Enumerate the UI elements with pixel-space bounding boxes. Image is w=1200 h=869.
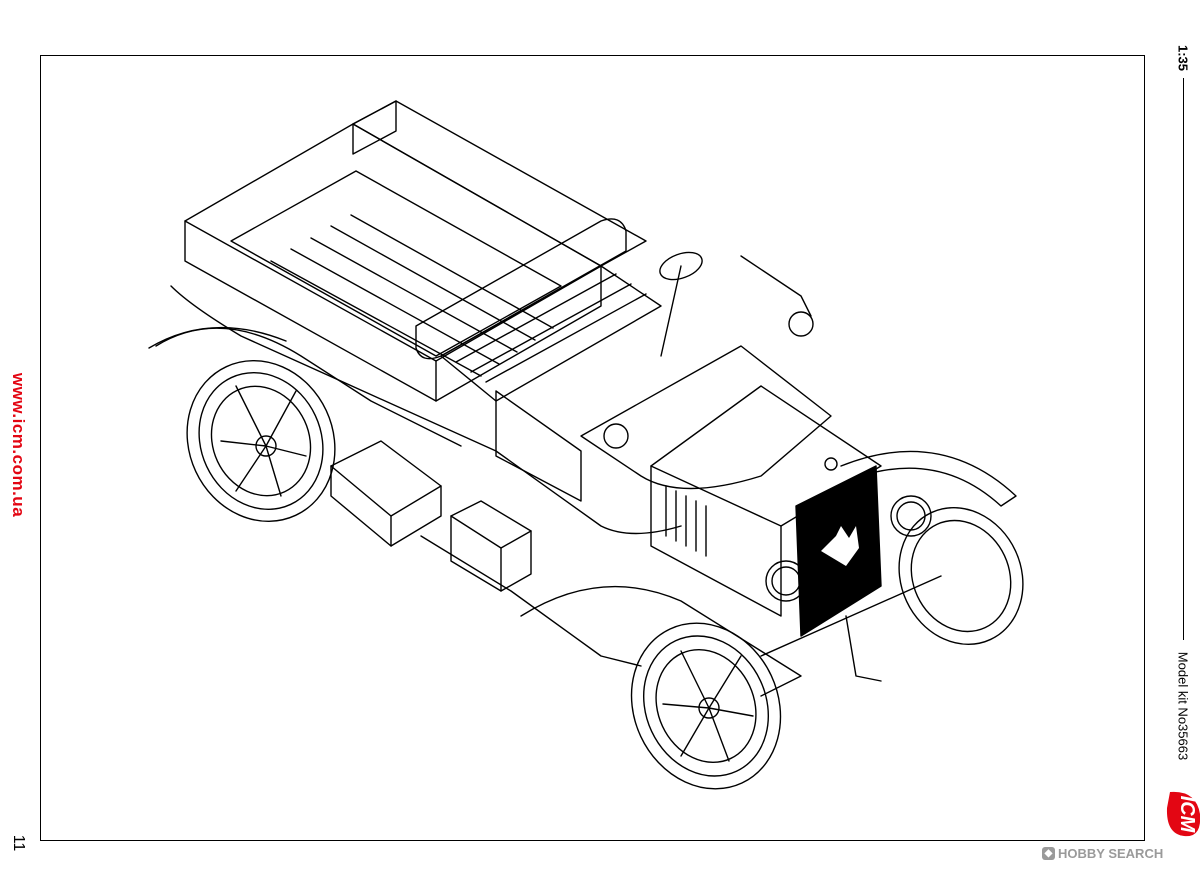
tray-floor-outline xyxy=(184,123,602,362)
steering-wheel xyxy=(659,251,703,281)
hood-louvers xyxy=(665,485,707,557)
hood xyxy=(650,385,882,527)
tray-bed xyxy=(230,170,562,357)
hobby-search-badge-icon: ◆ xyxy=(1042,846,1055,860)
front-fender-left xyxy=(520,585,802,697)
front-axle xyxy=(760,575,942,657)
running-board xyxy=(420,535,642,667)
crank-handle xyxy=(845,615,882,682)
front-wheel-left xyxy=(630,622,782,790)
right-rule-top xyxy=(1183,78,1184,640)
hobby-search-watermark: ◆ HOBBY SEARCH xyxy=(1042,844,1163,862)
front-wheel-right xyxy=(898,506,1024,646)
model-kit-number: Model kit No35663 xyxy=(1175,651,1191,761)
logo-text: ICM xyxy=(1176,795,1198,833)
cowl xyxy=(580,345,832,490)
headlamp-left xyxy=(765,560,807,602)
watermark-text: HOBBY SEARCH xyxy=(1058,845,1164,861)
icm-logo-icon: ICM xyxy=(1152,788,1200,837)
rear-wheel xyxy=(186,359,336,523)
page-number: 11 xyxy=(10,834,27,852)
seat-back xyxy=(415,218,627,360)
illustration-frame xyxy=(40,55,1145,841)
battery xyxy=(450,500,532,549)
seat-cushion xyxy=(440,265,662,402)
tool-box xyxy=(330,440,442,517)
door xyxy=(495,390,582,502)
radiator-emblem-icon xyxy=(821,526,859,566)
front-fender-right xyxy=(840,450,1017,507)
car-line-drawing xyxy=(148,100,1024,790)
headlamp-right xyxy=(890,495,932,537)
website-url: www.icm.com.ua xyxy=(9,372,28,518)
scale-label: 1:35 xyxy=(1175,44,1191,72)
